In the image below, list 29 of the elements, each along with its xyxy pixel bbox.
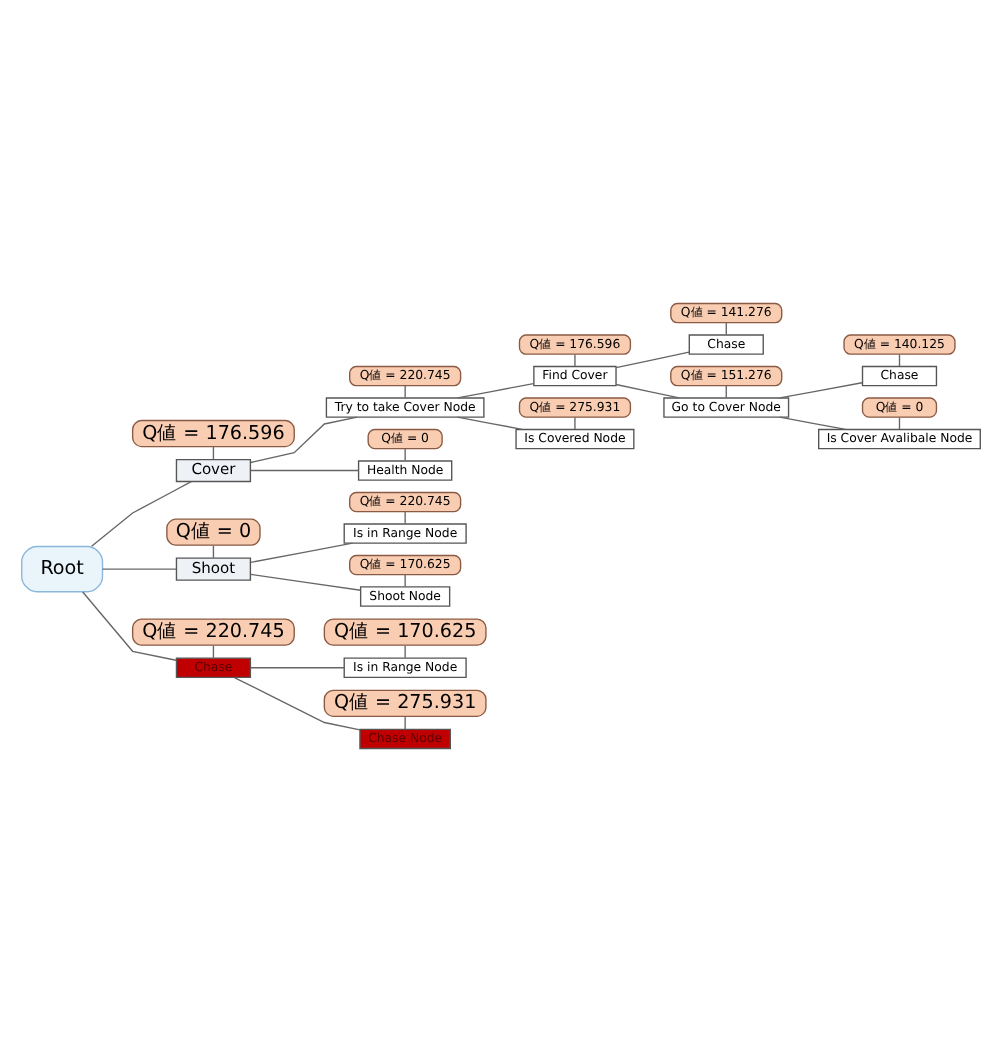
connector: [250, 468, 360, 471]
node-box: Q値 = 0: [166, 517, 261, 545]
connector: [404, 510, 406, 524]
connector: [404, 447, 406, 461]
connector: [250, 572, 362, 590]
node-box: Q値 = 220.745: [131, 617, 295, 645]
connector: [615, 382, 680, 398]
node-box: Q値 = 275.931: [323, 688, 487, 717]
connector: [250, 415, 358, 463]
connector: [574, 352, 576, 366]
connector: [404, 715, 406, 729]
connector: [456, 381, 535, 398]
connector: [233, 675, 361, 730]
connector: [779, 415, 847, 430]
node-box: Q値 = 170.625: [323, 617, 487, 645]
connector: [250, 541, 354, 563]
connector: [90, 480, 192, 546]
connector: [250, 666, 345, 668]
node-box: Root: [21, 544, 104, 592]
connector: [574, 415, 576, 429]
node-box: Q値 = 176.596: [131, 418, 295, 447]
connector: [615, 350, 690, 368]
connector: [404, 573, 406, 587]
connector: [779, 381, 863, 398]
connector: [456, 415, 523, 430]
connector: [404, 384, 406, 398]
connector: [101, 567, 178, 569]
connector: [82, 590, 177, 660]
connector: [404, 644, 406, 658]
